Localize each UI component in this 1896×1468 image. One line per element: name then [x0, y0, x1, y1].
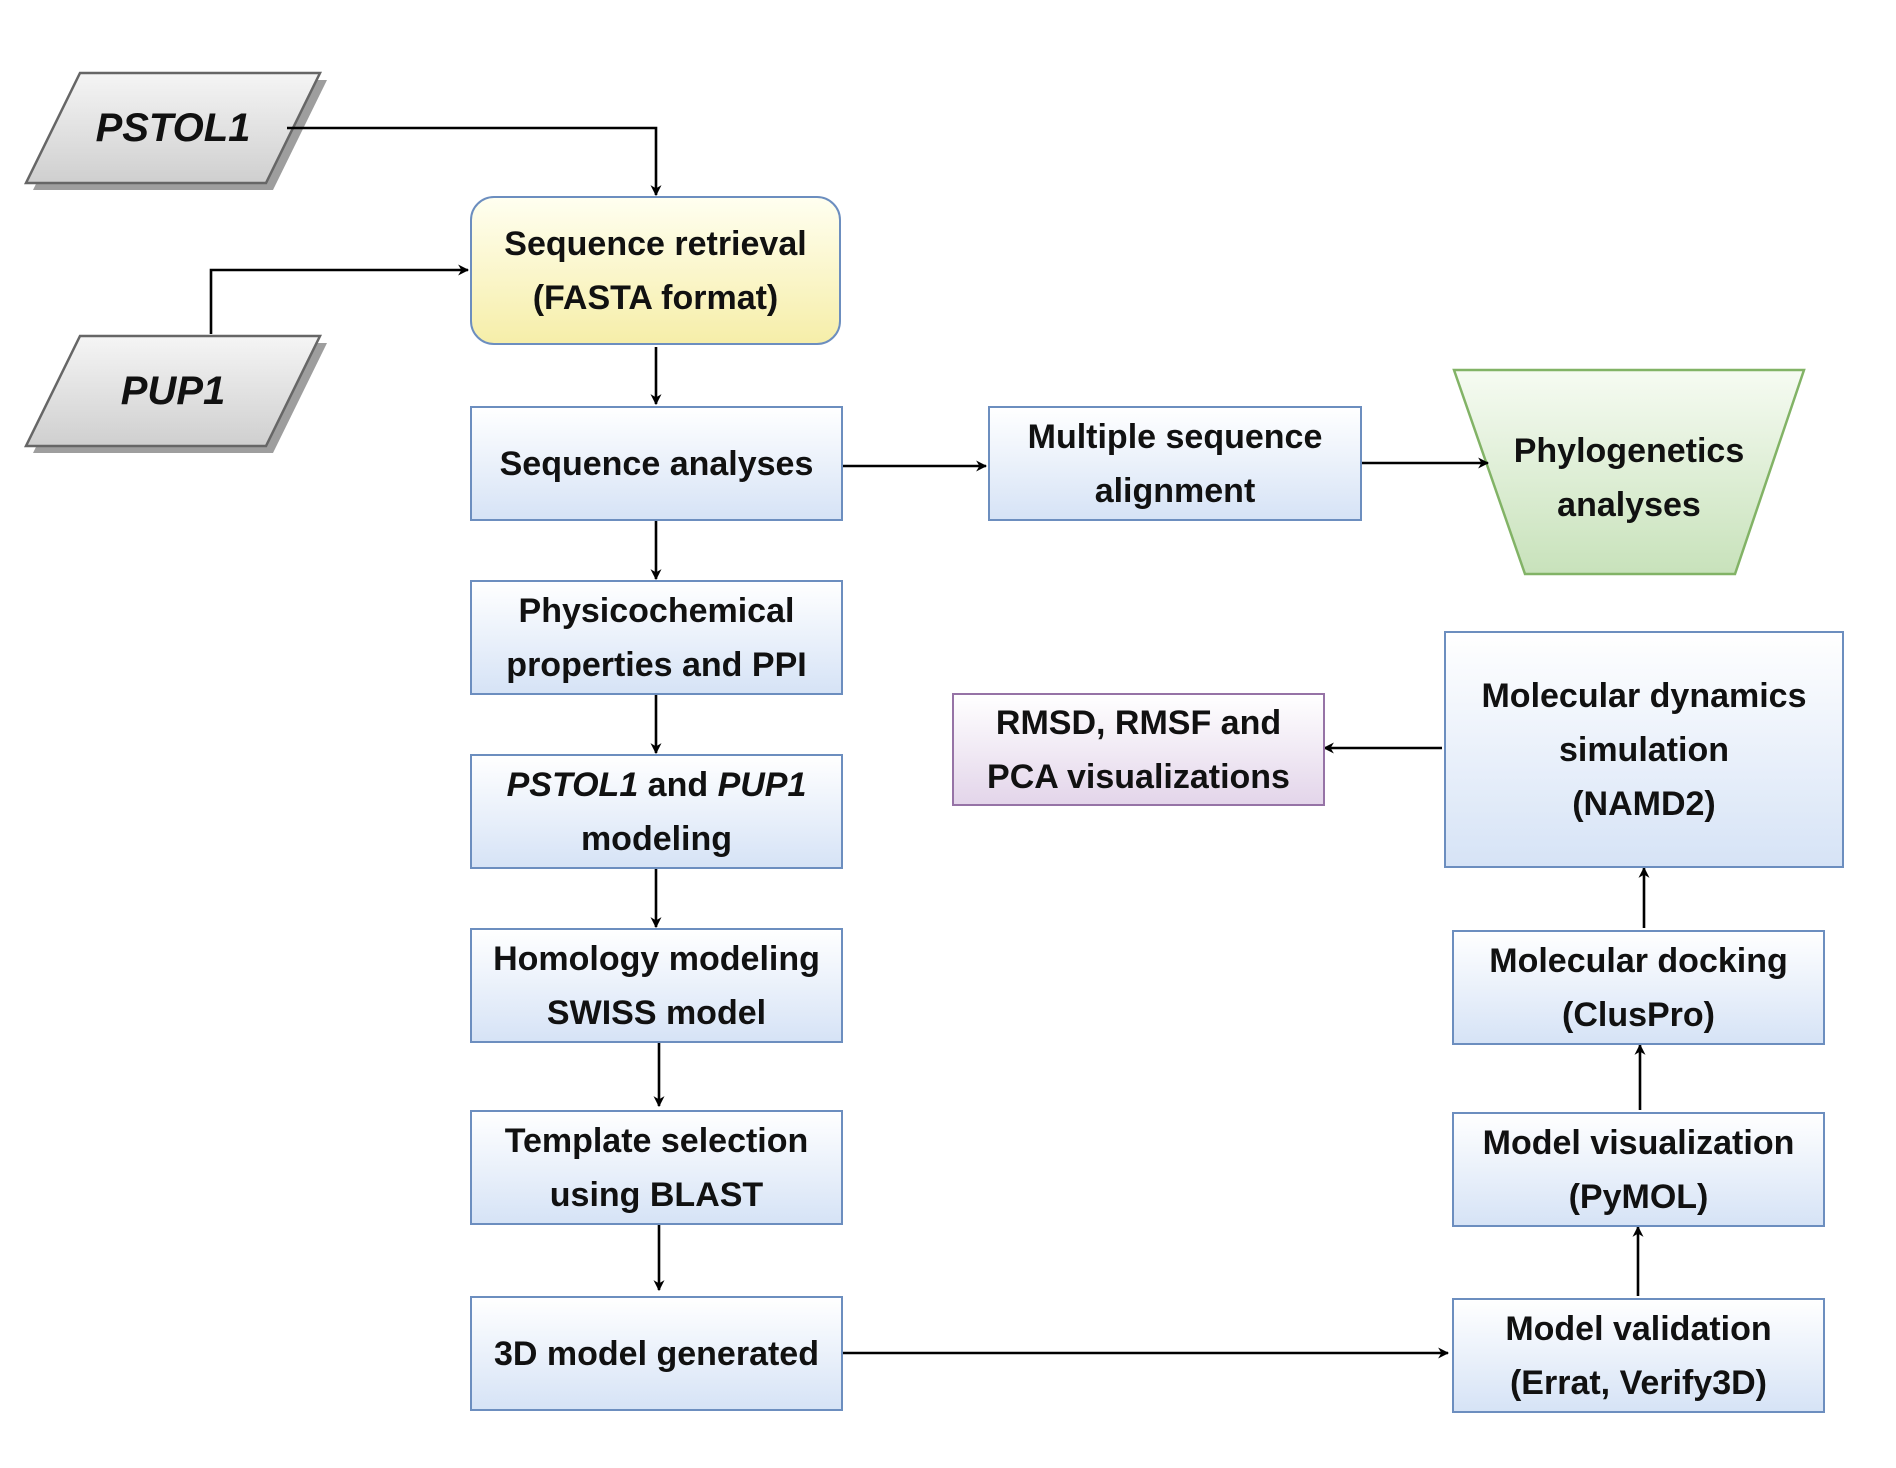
model-generated-label: 3D model generated — [494, 1334, 819, 1373]
template-selection-step: Template selection using BLAST — [470, 1110, 843, 1225]
pstol1-input-shape — [23, 71, 323, 185]
molecular-docking-label: Molecular docking (ClusPro) — [1489, 941, 1788, 1034]
model-validation-label: Model validation (Errat, Verify3D) — [1505, 1309, 1772, 1402]
pup1-input-label: PUP1 — [120, 369, 226, 413]
molecular-dynamics-label: Molecular dynamics simulation (NAMD2) — [1481, 676, 1807, 823]
rmsd-visualizations-label: RMSD, RMSF and PCA visualizations — [987, 703, 1290, 796]
pstol1-input: PSTOL1 — [60, 98, 286, 158]
modeling-gene2: PUP1 — [717, 765, 807, 804]
model-visualization-label: Model visualization (PyMOL) — [1482, 1123, 1795, 1216]
molecular-dynamics-step: Molecular dynamics simulation (NAMD2) — [1444, 631, 1844, 868]
pup1-input: PUP1 — [60, 361, 286, 421]
model-generated-step: 3D model generated — [470, 1296, 843, 1411]
sequence-retrieval-step: Sequence retrieval (FASTA format) — [470, 196, 841, 345]
template-selection-label: Template selection using BLAST — [504, 1121, 809, 1214]
pstol1-input-label: PSTOL1 — [95, 106, 251, 150]
sequence-retrieval-label: Sequence retrieval (FASTA format) — [504, 224, 807, 317]
arrow-pup1-to-retrieval — [209, 264, 470, 334]
physicochemical-label: Physicochemical properties and PPI — [506, 591, 807, 684]
phylogenetics-output: Phylogenetics analyses — [1490, 418, 1768, 538]
phylogenetics-output-shape — [1452, 368, 1806, 576]
molecular-docking-step: Molecular docking (ClusPro) — [1452, 930, 1825, 1045]
modeling-and: and — [638, 765, 718, 804]
homology-modeling-label: Homology modeling SWISS model — [493, 939, 820, 1032]
modeling-label: PSTOL1 and PUP1 modeling — [507, 758, 807, 866]
physicochemical-step: Physicochemical properties and PPI — [470, 580, 843, 695]
modeling-line2: modeling — [580, 819, 733, 858]
multiple-sequence-alignment-step: Multiple sequence alignment — [988, 406, 1362, 521]
multiple-sequence-alignment-label: Multiple sequence alignment — [1027, 417, 1323, 510]
rmsd-visualizations-result: RMSD, RMSF and PCA visualizations — [952, 693, 1325, 806]
model-validation-step: Model validation (Errat, Verify3D) — [1452, 1298, 1825, 1413]
sequence-analyses-step: Sequence analyses — [470, 406, 843, 521]
modeling-gene1: PSTOL1 — [506, 765, 639, 804]
model-visualization-step: Model visualization (PyMOL) — [1452, 1112, 1825, 1227]
modeling-step: PSTOL1 and PUP1 modeling — [470, 754, 843, 869]
homology-modeling-step: Homology modeling SWISS model — [470, 928, 843, 1043]
phylogenetics-output-label: Phylogenetics analyses — [1513, 432, 1745, 524]
sequence-analyses-label: Sequence analyses — [499, 444, 814, 483]
pup1-input-shape — [23, 334, 323, 448]
arrow-pstol1-to-retrieval — [287, 126, 662, 197]
